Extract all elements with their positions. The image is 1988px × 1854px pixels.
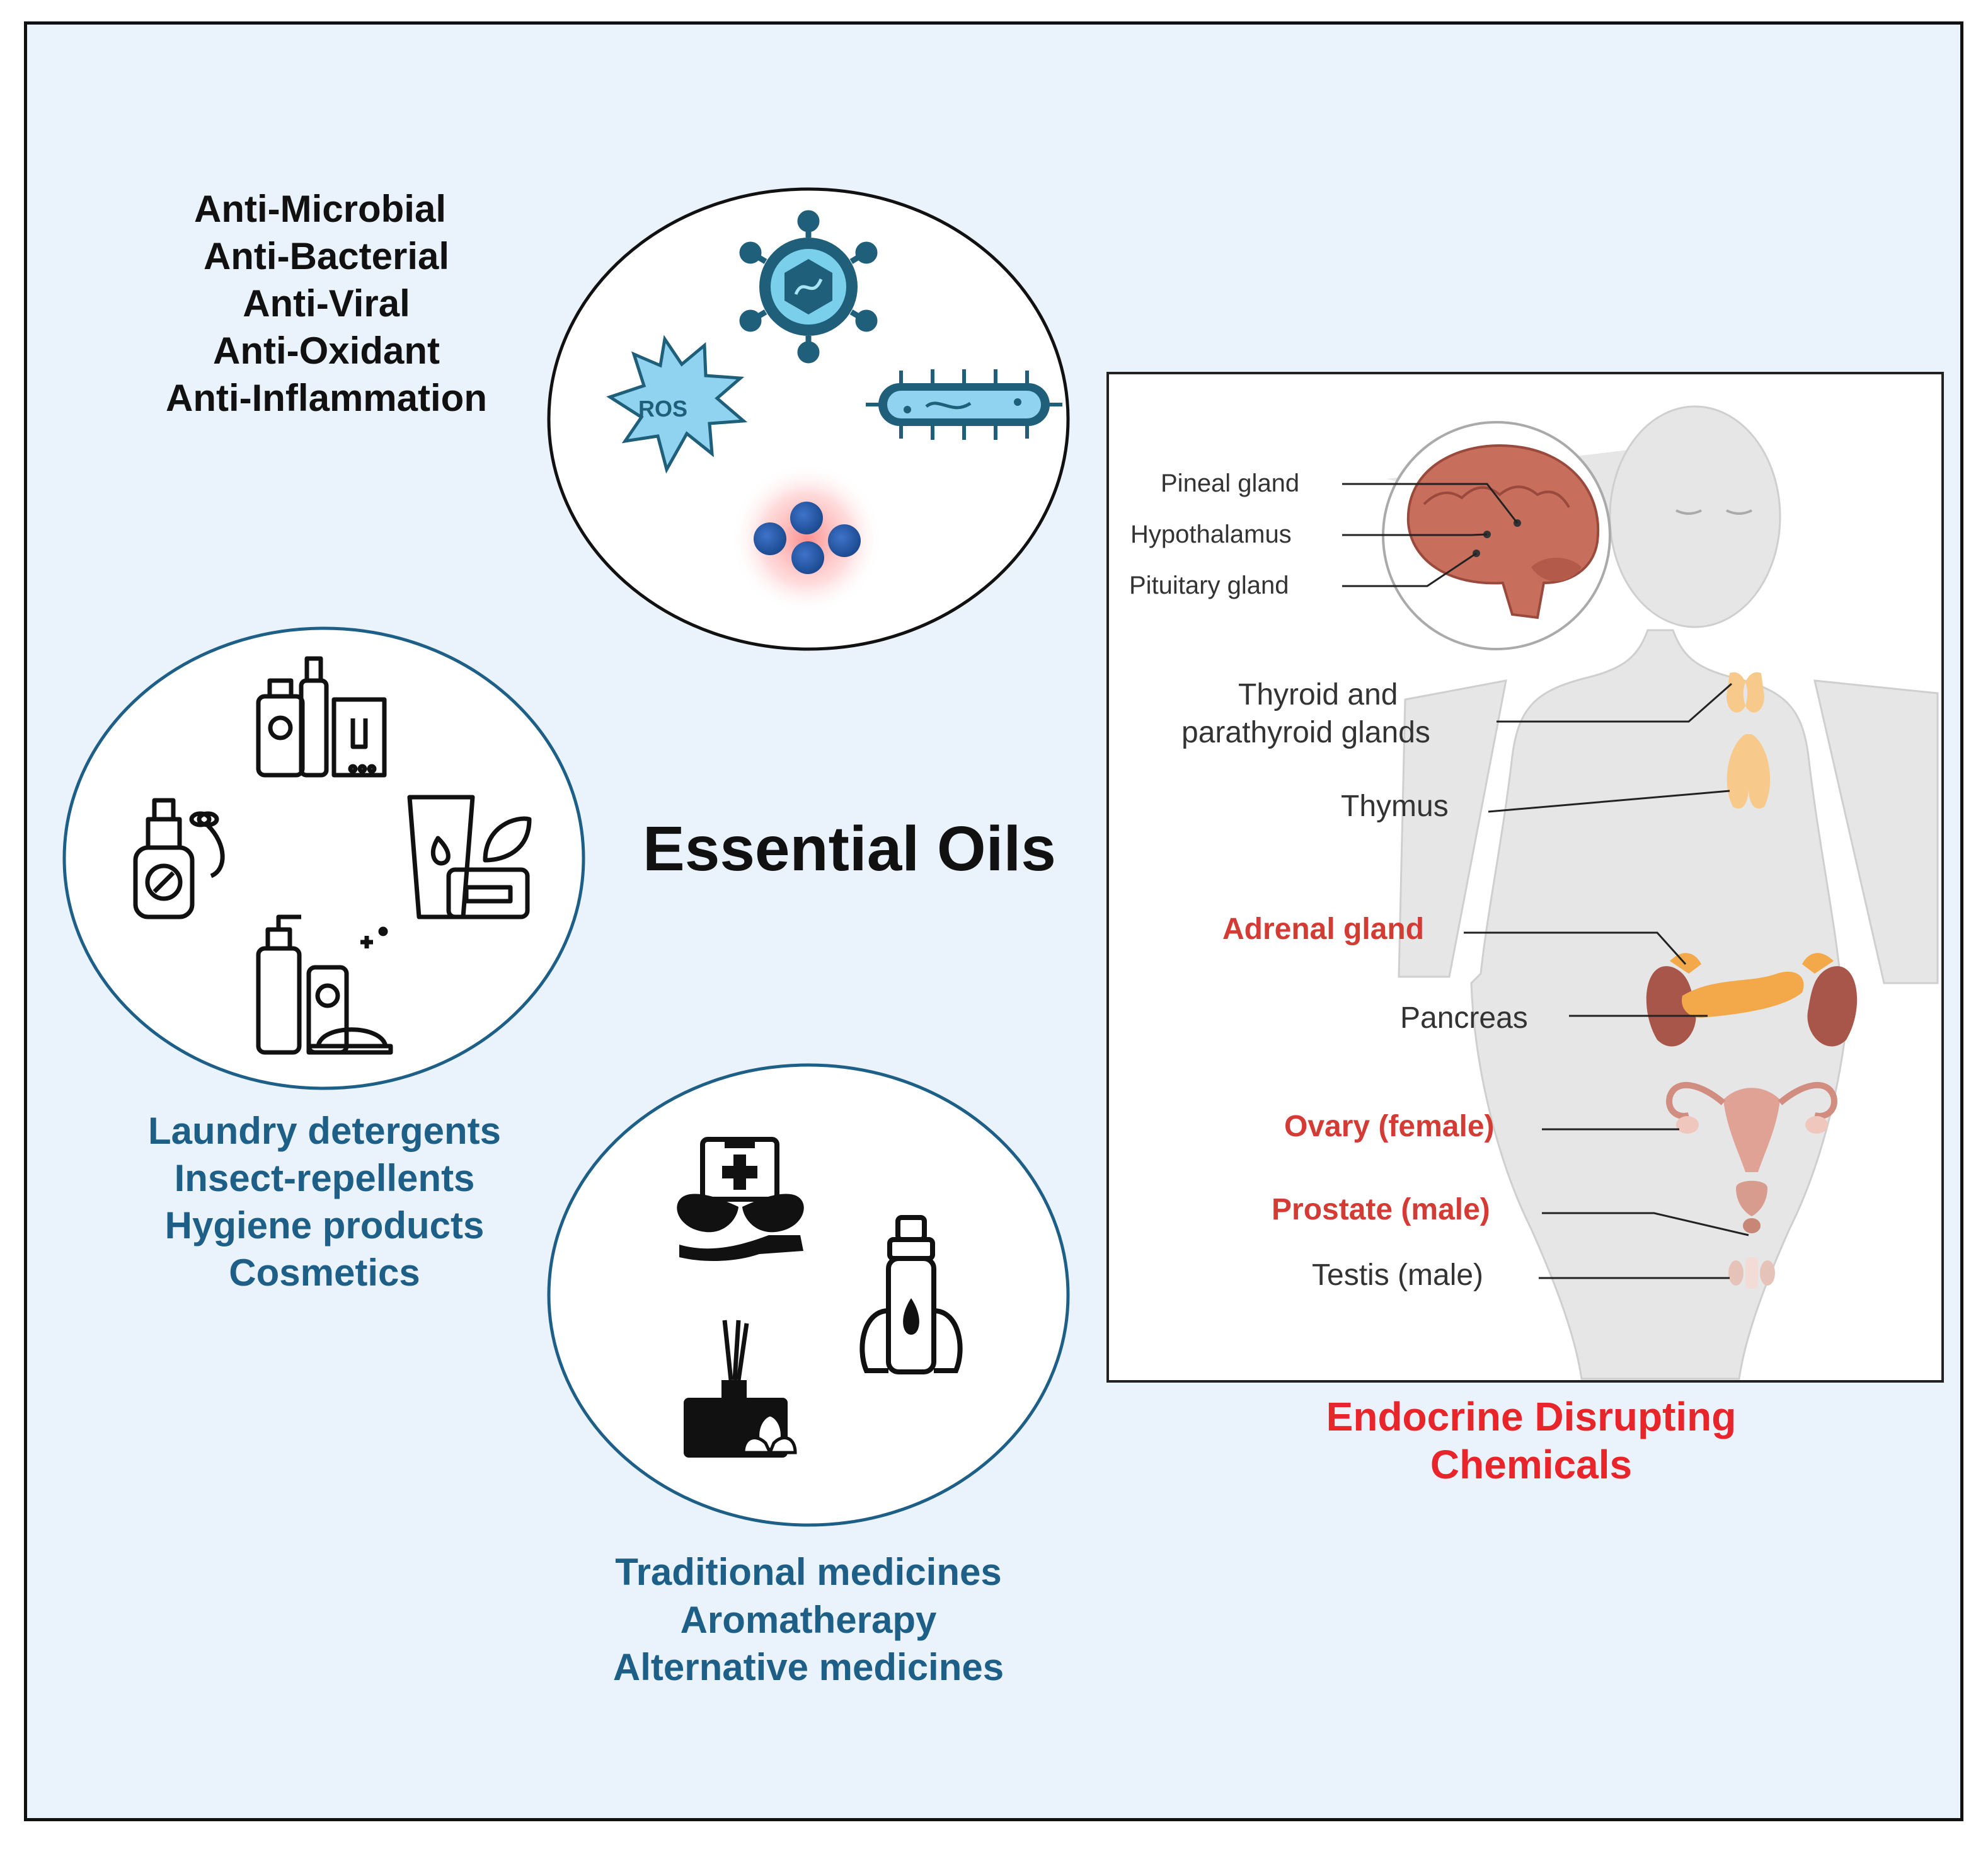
prostate-organ (1736, 1180, 1767, 1233)
label-prostate: Prostate (male) (1272, 1193, 1490, 1226)
thyroid-organ (1727, 672, 1764, 713)
label-thymus: Thymus (1341, 790, 1449, 823)
property-anti-inflammation: Anti-Inflammation (166, 377, 487, 419)
property-anti-viral: Anti-Viral (243, 282, 410, 325)
label-thyroid-line2: parathyroid glands (1181, 716, 1430, 749)
essential-oil-bottle-icon (859, 1215, 963, 1374)
label-thyroid-line1: Thyroid and (1238, 678, 1398, 711)
label-adrenal-gland: Adrenal gland (1222, 913, 1425, 946)
herbal-medicine-hand-icon (677, 1137, 804, 1262)
hygiene-products-icon (256, 914, 393, 1055)
use-traditional-medicines: Traditional medicines (615, 1551, 1002, 1593)
thymus-organ (1727, 734, 1771, 809)
use-aromatherapy: Aromatherapy (680, 1599, 937, 1641)
consumer-products-circle (62, 626, 585, 1090)
use-cosmetics: Cosmetics (229, 1252, 420, 1294)
brain-inset (1382, 421, 1611, 650)
property-anti-microbial: Anti-Microbial (194, 188, 446, 230)
use-insect-repellents: Insect-repellents (174, 1157, 475, 1199)
ros-label: ROS (638, 396, 688, 422)
endocrine-disrupting-chemicals-title: Endocrine Disrupting Chemicals (1326, 1394, 1737, 1487)
inflammation-cells-icon (731, 463, 882, 614)
use-hygiene-products: Hygiene products (164, 1204, 485, 1247)
label-pancreas: Pancreas (1400, 1001, 1528, 1035)
ovary-uterus-organ (1666, 1082, 1837, 1172)
label-pineal-gland: Pineal gland (1161, 469, 1300, 497)
endocrine-panel (1106, 372, 1944, 1383)
label-ovary: Ovary (female) (1284, 1110, 1495, 1143)
label-hypothalamus: Hypothalamus (1130, 521, 1292, 548)
property-anti-oxidant: Anti-Oxidant (213, 330, 440, 372)
leader-lines (1342, 483, 1749, 1279)
label-testis: Testis (male) (1312, 1258, 1484, 1292)
label-pituitary-gland: Pituitary gland (1129, 572, 1289, 599)
essential-oils-title: Essential Oils (643, 814, 1056, 884)
property-anti-bacterial: Anti-Bacterial (203, 235, 450, 277)
insect-repellent-spray-icon (133, 798, 225, 919)
use-laundry-detergents: Laundry detergents (147, 1110, 502, 1152)
bacteria-icon (866, 369, 1062, 440)
kidneys-pancreas-organs (1646, 953, 1858, 1047)
testis-organ (1728, 1257, 1775, 1289)
medicines-circle (547, 1063, 1070, 1527)
bioactivity-circle (547, 187, 1070, 651)
use-alternative-medicines: Alternative medicines (612, 1646, 1004, 1688)
ros-burst-icon (606, 335, 748, 474)
aroma-diffuser-icon (684, 1320, 797, 1458)
virus-icon (739, 210, 878, 364)
detergent-bottles-icon (256, 656, 387, 778)
cosmetics-cream-icon (407, 795, 532, 919)
